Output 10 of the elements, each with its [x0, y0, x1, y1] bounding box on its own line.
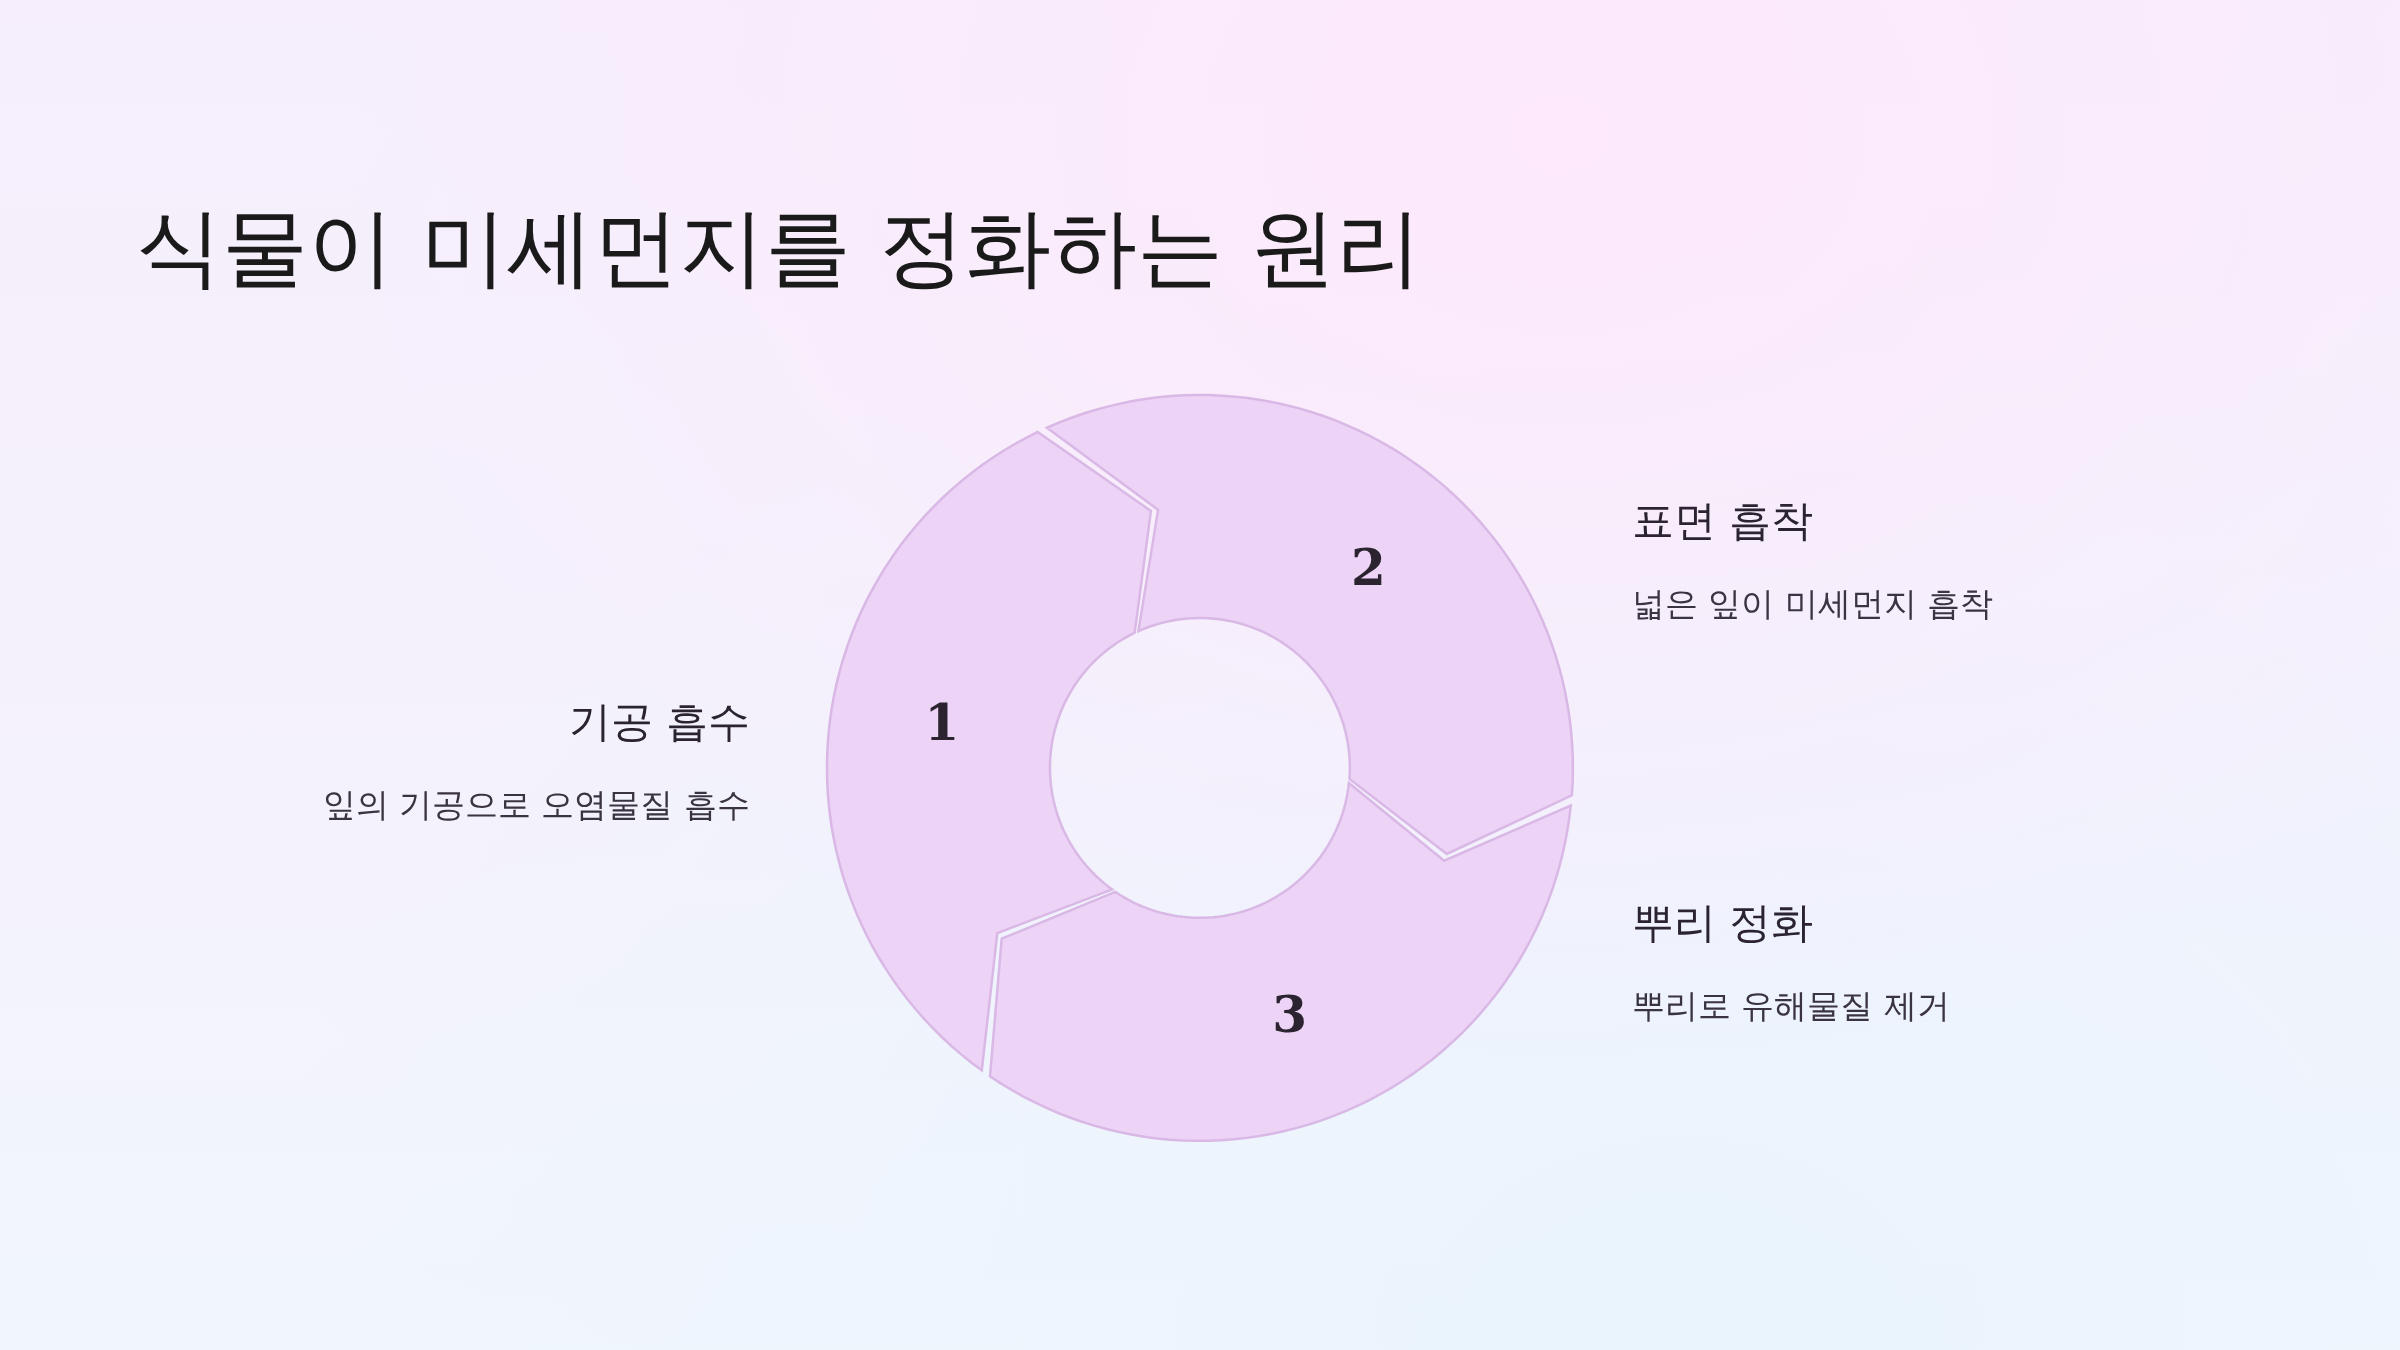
step-description: 넓은 잎이 미세먼지 흡착 [1632, 584, 1994, 624]
step-title: 기공 흡수 [568, 697, 750, 748]
title: 식물이 미세먼지를 정화하는 원리 [136, 196, 1422, 299]
step-title: 뿌리 정화 [1632, 898, 1814, 949]
step-number: 1 [924, 693, 960, 752]
step-title: 표면 흡착 [1632, 496, 1814, 547]
step-number: 2 [1351, 537, 1386, 597]
step-number: 3 [1272, 984, 1307, 1044]
step-description: 잎의 기공으로 오염물질 흡수 [322, 785, 750, 825]
step-description: 뿌리로 유해물질 제거 [1632, 986, 1950, 1026]
